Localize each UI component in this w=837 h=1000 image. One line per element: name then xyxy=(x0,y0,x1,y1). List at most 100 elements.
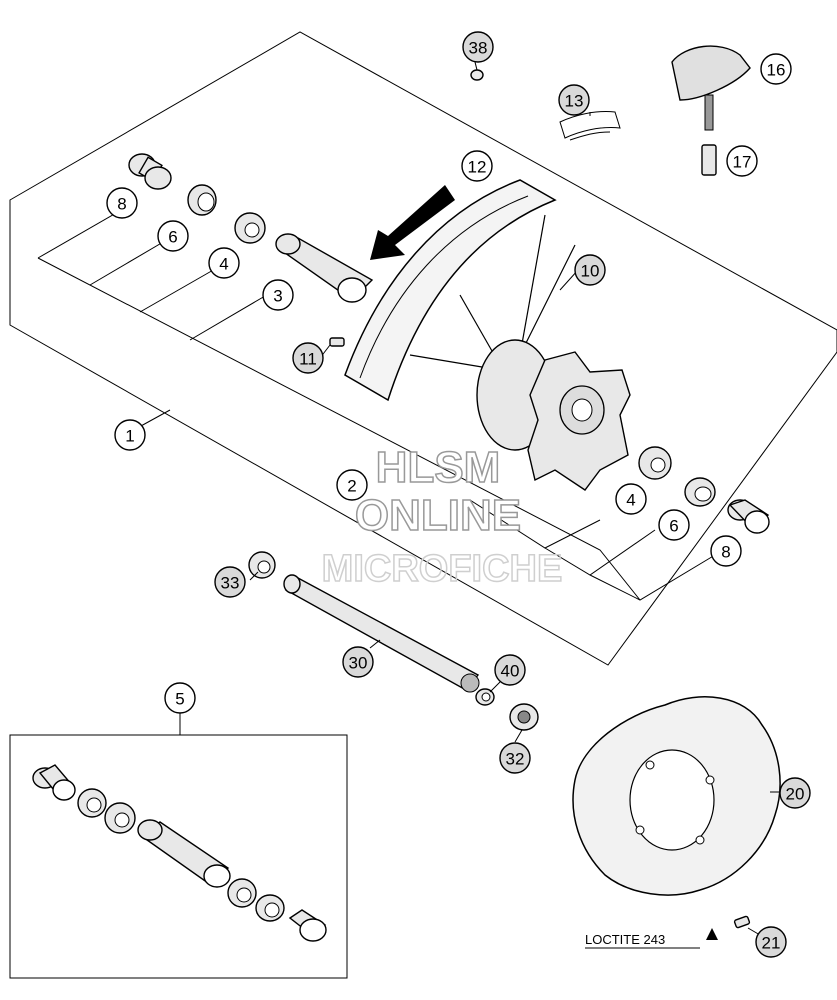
callout-circle xyxy=(494,654,526,686)
rim-tape-part xyxy=(559,111,621,141)
callout-circle xyxy=(164,682,196,714)
callout-number: 1 xyxy=(125,427,134,446)
brake-disc-part xyxy=(572,696,781,896)
disc-screw-part xyxy=(706,915,751,940)
axle-part xyxy=(283,574,480,693)
callout-number: 32 xyxy=(506,750,525,769)
callout-circle xyxy=(262,279,294,311)
assembly-frame xyxy=(9,31,837,666)
callout-number: 16 xyxy=(767,61,786,80)
callout-number: 12 xyxy=(468,158,487,177)
callout-number: 33 xyxy=(221,574,240,593)
callout-circle xyxy=(214,566,246,598)
callout-circle xyxy=(157,220,189,252)
callout-circle xyxy=(726,145,758,177)
callout-32: 32 xyxy=(499,742,531,774)
guide-lines-left xyxy=(37,204,716,601)
seal-ring-part-right xyxy=(684,477,716,507)
bearing-part-right xyxy=(638,446,672,480)
callout-10: 10 xyxy=(574,254,606,286)
cap-part xyxy=(470,69,484,81)
callout-1: 1 xyxy=(114,419,146,451)
callout-4: 4 xyxy=(615,483,647,515)
callout-4: 4 xyxy=(208,247,240,279)
rim-part xyxy=(344,179,557,402)
axle-nut-part xyxy=(248,551,276,579)
loctite-note: LOCTITE 243 xyxy=(585,932,665,947)
seal-ring-part xyxy=(187,184,217,216)
callout-circle xyxy=(208,247,240,279)
callout-20: 20 xyxy=(779,777,811,809)
callout-2: 2 xyxy=(336,469,368,501)
callout-6: 6 xyxy=(157,220,189,252)
callout-6: 6 xyxy=(658,509,690,541)
callout-circle xyxy=(106,187,138,219)
callout-circle xyxy=(658,509,690,541)
callout-21: 21 xyxy=(755,926,787,958)
callout-circle xyxy=(499,742,531,774)
bearing-kit-contents xyxy=(32,764,327,942)
callout-5: 5 xyxy=(164,682,196,714)
callout-circle xyxy=(292,342,324,374)
callout-circle xyxy=(461,150,493,182)
callout-circle xyxy=(558,84,590,116)
callout-number: 20 xyxy=(786,785,805,804)
rim-lock-part xyxy=(671,45,751,131)
callout-circle xyxy=(336,469,368,501)
callout-33: 33 xyxy=(214,566,246,598)
callout-11: 11 xyxy=(292,342,324,374)
callout-number: 21 xyxy=(762,934,781,953)
callout-number: 10 xyxy=(581,262,600,281)
callout-circle xyxy=(760,53,792,85)
callout-8: 8 xyxy=(710,535,742,567)
callout-circle xyxy=(755,926,787,958)
callout-number: 8 xyxy=(117,195,126,214)
callout-number: 4 xyxy=(219,255,228,274)
callout-number: 40 xyxy=(501,662,520,681)
washer-part xyxy=(475,688,495,706)
callout-8: 8 xyxy=(106,187,138,219)
callout-circle xyxy=(710,535,742,567)
callout-number: 6 xyxy=(168,228,177,247)
callout-circle xyxy=(615,483,647,515)
callout-number: 4 xyxy=(626,491,635,510)
callout-number: 6 xyxy=(669,517,678,536)
watermark-line-2: ONLINE xyxy=(355,491,521,540)
rotation-arrow xyxy=(370,185,455,260)
callout-circle xyxy=(574,254,606,286)
callout-number: 2 xyxy=(347,477,356,496)
callout-38: 38 xyxy=(462,31,494,63)
watermark-line-3: MICROFICHE xyxy=(322,548,563,590)
distance-tube-part xyxy=(275,233,374,303)
callout-circle xyxy=(462,31,494,63)
callout-3: 3 xyxy=(262,279,294,311)
callout-circle xyxy=(342,646,374,678)
callout-12: 12 xyxy=(461,150,493,182)
callout-13: 13 xyxy=(558,84,590,116)
callout-circle xyxy=(114,419,146,451)
bearing-part xyxy=(234,212,266,244)
callout-circle xyxy=(779,777,811,809)
watermark-line-1: HLSM xyxy=(376,443,501,492)
callout-number: 30 xyxy=(349,654,368,673)
axle-bolt-part xyxy=(509,703,539,731)
hub-part xyxy=(476,339,631,491)
spacer-sleeve-part-right xyxy=(727,499,770,534)
callout-number: 5 xyxy=(175,690,184,709)
watermark: HLSM ONLINE MICROFICHE xyxy=(321,442,563,591)
callout-number: 13 xyxy=(565,92,584,111)
bearing-kit-box xyxy=(9,734,348,979)
callout-17: 17 xyxy=(726,145,758,177)
callout-40: 40 xyxy=(494,654,526,686)
callout-16: 16 xyxy=(760,53,792,85)
callout-number: 11 xyxy=(299,350,317,369)
callout-number: 38 xyxy=(469,39,488,58)
callout-number: 3 xyxy=(273,287,282,306)
callout-number: 8 xyxy=(721,543,730,562)
spoke-nipple-part xyxy=(329,337,345,347)
spacer-sleeve-part xyxy=(128,153,172,190)
rim-lock-nut-part xyxy=(701,144,717,176)
callout-30: 30 xyxy=(342,646,374,678)
